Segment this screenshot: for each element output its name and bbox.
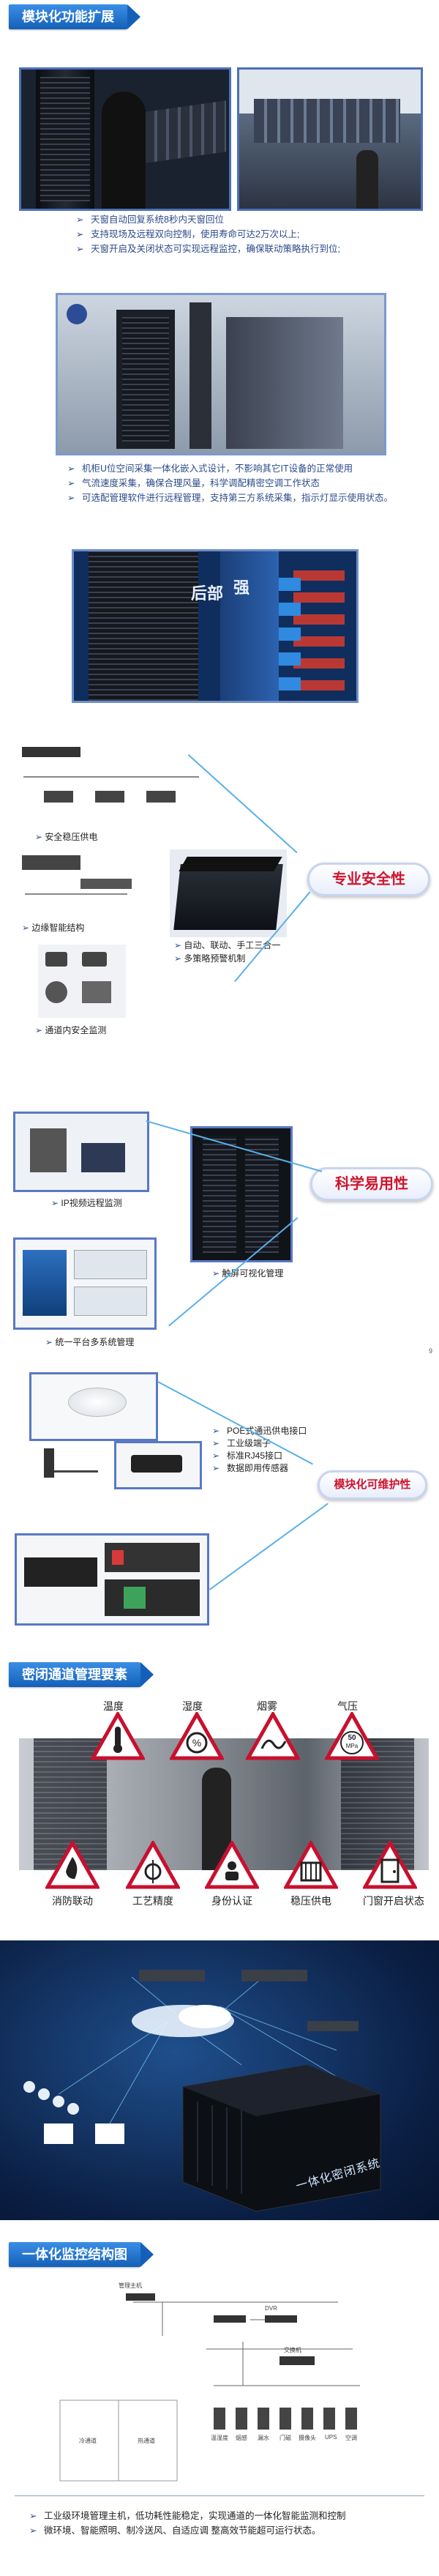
- airflow-label-strong: 强: [233, 578, 250, 597]
- label-fire-linkage: 消防联动: [52, 1895, 93, 1907]
- photo-power-topology: [15, 740, 205, 827]
- label-door-status: 门窗开启状态: [363, 1895, 424, 1907]
- smoke-warning-icon: [244, 1710, 301, 1760]
- fire-linkage-icon: [44, 1839, 101, 1889]
- pressure-unit: MPa: [345, 1743, 359, 1749]
- humidity-warning-icon: %: [168, 1710, 225, 1760]
- temperature-warning-icon: [89, 1710, 146, 1760]
- structure-bullets: 工业级环境管理主机，低功耗性能稳定，实现通道的一体化智能监测和控制 微环境、智能…: [29, 2509, 424, 2538]
- page-number: 9: [429, 1347, 433, 1355]
- photo-edge-structure: [15, 849, 139, 919]
- bullet-item: 天窗开启及关闭状态可实现远程监控，确保联动策略执行到位;: [76, 242, 420, 256]
- label-sensor-5: 摄像头: [299, 2435, 316, 2441]
- badge-maintain: 模块化可维护性: [318, 1470, 427, 1500]
- section-title-structure: 一体化监控结构图: [9, 2242, 154, 2267]
- label-sensor-7: 空调: [345, 2435, 357, 2441]
- photo-rj45-cable: [29, 1441, 110, 1489]
- airflow-label-rear: 后部: [191, 584, 224, 603]
- label-power-supply: 稳压供电: [290, 1895, 331, 1907]
- bullet-item: 天窗自动回复系统8秒内天窗回位: [76, 212, 420, 227]
- label-sensor-6: UPS: [325, 2434, 337, 2441]
- label-right-cab: 热通道: [138, 2438, 155, 2444]
- label-identity: 身份认证: [211, 1895, 252, 1907]
- bullets-skylight: 天窗自动回复系统8秒内天窗回位 支持现场及远程双向控制，使用寿命可达2万次以上;…: [76, 212, 420, 256]
- pressure-warning-icon: 50 MPa: [323, 1710, 380, 1760]
- pressure-value: 50: [348, 1734, 356, 1742]
- label-mid-unit: DVR: [265, 2305, 277, 2312]
- structure-divider: [15, 2495, 424, 2496]
- photo-rack-sensor: [56, 293, 386, 455]
- label-humidity: 湿度: [182, 1700, 203, 1712]
- svg-text:%: %: [192, 1737, 201, 1749]
- section-system-overview: 一体化密闭系统: [0, 1940, 439, 2220]
- label-pressure: 气压: [337, 1700, 358, 1712]
- photo-datacenter-aisle: [237, 67, 423, 211]
- bullet-item: 微环境、智能照明、制冷送风、自适应调 整高效节能超可运行状态。: [29, 2523, 424, 2538]
- maintain-item: 数据即用传感器: [212, 1462, 373, 1475]
- bullet-item: 工业级环境管理主机，低功耗性能稳定，实现通道的一体化智能监测和控制: [29, 2509, 424, 2523]
- caption-alarm: 多策略预警机制: [174, 952, 245, 964]
- caption-auto: 自动、联动、手工三合一: [174, 939, 280, 951]
- photo-airflow: 后部 强: [72, 549, 359, 703]
- photo-ip-video: [13, 1112, 149, 1192]
- bullet-item: 支持现场及远程双向控制，使用寿命可达2万次以上;: [76, 227, 420, 242]
- label-sensor-3: 漏水: [258, 2435, 269, 2441]
- photo-smoke-sensor: [29, 1372, 158, 1441]
- photo-io-module: [15, 1533, 209, 1626]
- caption-power: 安全稳压供电: [35, 830, 97, 843]
- label-temperature: 温度: [103, 1700, 124, 1712]
- maintain-item: 标准RJ45接口: [212, 1450, 373, 1462]
- bullet-item: 机柜U位空间采集一体化嵌入式设计，不影响其它IT设备的正常使用: [67, 461, 421, 476]
- caption-aisle: 通道内安全监测: [35, 1024, 106, 1036]
- label-smoke: 烟雾: [257, 1700, 277, 1712]
- structure-diagram: 管理主机 DVR 交换机 冷通道 热通道 温湿度 烟感 漏水 门磁 摄像头 UP…: [45, 2276, 414, 2482]
- door-status-icon: [361, 1839, 419, 1889]
- photo-poe-adapter: [114, 1441, 202, 1489]
- maintain-item: 工业级端子: [212, 1437, 373, 1450]
- aisle-photo: [19, 1738, 429, 1870]
- label-left-cab: 冷通道: [79, 2438, 97, 2444]
- photo-operator-rack: [19, 67, 231, 211]
- maintain-item: POE式通迅供电接口: [212, 1425, 373, 1437]
- section-aisle-elements: 密闭通道管理要素 温度 湿度 烟雾 气压 % 50 MPa: [0, 1658, 439, 1929]
- photo-touchscreen: [190, 1126, 293, 1262]
- badge-professional: 专业安全性: [307, 863, 430, 896]
- caption-unified: 统一平台多系统管理: [45, 1336, 134, 1348]
- section-title-aisle: 密闭通道管理要素: [9, 1662, 154, 1687]
- precision-icon: [124, 1839, 181, 1889]
- section-modular: 模块化功能扩展 天窗自动回复系统8秒内天窗回位 支持现场及远程双向控制，使用寿命…: [0, 0, 439, 1655]
- label-precision: 工艺精度: [132, 1895, 173, 1907]
- label-hub: 交换机: [284, 2347, 301, 2353]
- identity-icon: [203, 1839, 260, 1889]
- photo-closed-aisle: [170, 849, 287, 937]
- maintain-list: POE式通迅供电接口 工业级端子 标准RJ45接口 数据即用传感器: [212, 1425, 373, 1475]
- label-top-unit: 管理主机: [119, 2282, 142, 2289]
- section-title-modular: 模块化功能扩展: [9, 4, 140, 29]
- badge-science: 科学易用性: [310, 1167, 433, 1201]
- section-structure: 一体化监控结构图: [0, 2239, 439, 2576]
- label-sensor-4: 门磁: [279, 2435, 291, 2441]
- bullet-item: 气流速度采集，确保合理风量，科学调配精密空调工作状态: [67, 476, 421, 491]
- photo-unified-platform: [13, 1237, 157, 1330]
- label-sensor-1: 温湿度: [211, 2435, 228, 2441]
- caption-edge: 边缘智能结构: [22, 921, 84, 934]
- photo-aisle-monitor: [38, 945, 126, 1018]
- caption-touch: 触屏可视化管理: [212, 1267, 283, 1279]
- power-supply-icon: [282, 1839, 339, 1889]
- bullet-item: 可选配管理软件进行远程管理，支持第三方系统采集，指示灯显示使用状态。: [67, 491, 421, 505]
- label-sensor-2: 烟感: [236, 2435, 247, 2441]
- caption-ip: IP视频远程监测: [51, 1196, 121, 1209]
- bullets-airflow: 机柜U位空间采集一体化嵌入式设计，不影响其它IT设备的正常使用 气流速度采集，确…: [67, 461, 421, 505]
